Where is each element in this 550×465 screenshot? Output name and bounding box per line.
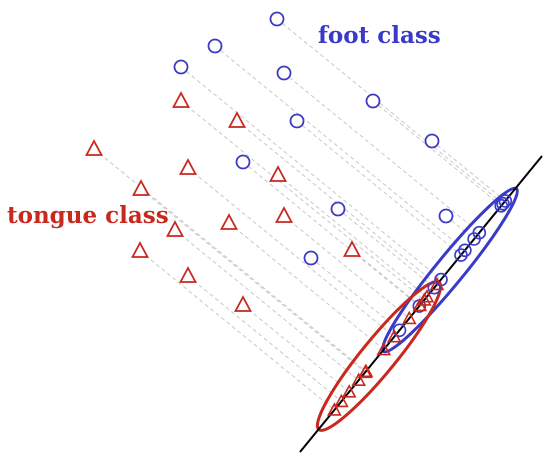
projection-line [187,275,342,402]
projected-foot-point [467,232,481,246]
foot-sample-circle-icon [365,93,381,109]
projection-line [242,304,350,393]
sample-points [84,11,454,312]
projected-tongue-point [401,310,417,325]
projection-line [187,167,395,338]
projection-line [242,161,420,307]
tongue-sample-triangle-icon [342,240,362,257]
tongue-sample-triangle-icon [178,266,198,283]
tongue-sample-triangle-icon [178,158,198,175]
foot-sample-circle-icon [303,250,319,266]
projection-line [372,100,502,207]
foot-sample-circle-icon [207,38,223,54]
projection-line [174,229,360,381]
projection-line [180,66,442,280]
foot-sample-circle-icon [330,201,346,217]
tongue-sample-triangle-icon [227,111,247,128]
projected-tongue-point [341,384,357,398]
tongue-sample-triangle-icon [84,139,104,156]
projected-foot-point [392,323,407,338]
projection-line [296,120,462,256]
tongue-sample-triangle-icon [268,165,288,182]
projection-line [283,72,480,234]
projected-tongue-point [386,328,402,343]
projection-line [277,174,428,298]
projection-line [283,215,410,319]
projection-line [180,100,425,301]
projected-foot-point [454,248,468,262]
projection-line [93,148,367,372]
tongue-sample-triangle-icon [274,206,294,223]
foot-sample-circle-icon [424,133,440,149]
projected-tongue-point [412,297,428,312]
tongue-sample-triangle-icon [130,241,150,258]
projected-tongue-point [376,341,392,356]
projected-tongue-point [419,289,435,303]
tongue-class-label: tongue class [7,202,169,229]
projected-tongue-point [351,372,367,386]
projected-foot-point [496,196,510,211]
foot-sample-circle-icon [173,59,189,75]
projected-tongue-point [327,402,342,416]
projected-tongue-point [357,364,373,379]
projected-points [327,194,513,416]
foot-sample-circle-icon [269,11,285,27]
tongue-sample-triangle-icon [219,213,239,230]
tongue-sample-triangle-icon [171,91,191,108]
foot-sample-circle-icon [289,113,305,129]
tongue-sample-triangle-icon [131,179,151,196]
tongue-sample-triangle-icon [165,220,185,237]
projection-line [228,222,385,350]
projection-line [351,249,421,306]
projection-line [139,250,335,411]
projected-foot-point [498,194,513,208]
foot-sample-circle-icon [438,208,454,224]
projection-line [310,257,400,331]
foot-sample-circle-icon [276,65,292,81]
foot-sample-circle-icon [235,154,251,170]
projected-tongue-point [334,393,349,408]
projection-line [140,188,366,373]
foot-class-label: foot class [318,22,441,49]
projection-line [431,140,506,202]
projected-tongue-point [429,276,445,291]
tongue-sample-triangle-icon [233,295,253,312]
projection-line [214,45,466,251]
